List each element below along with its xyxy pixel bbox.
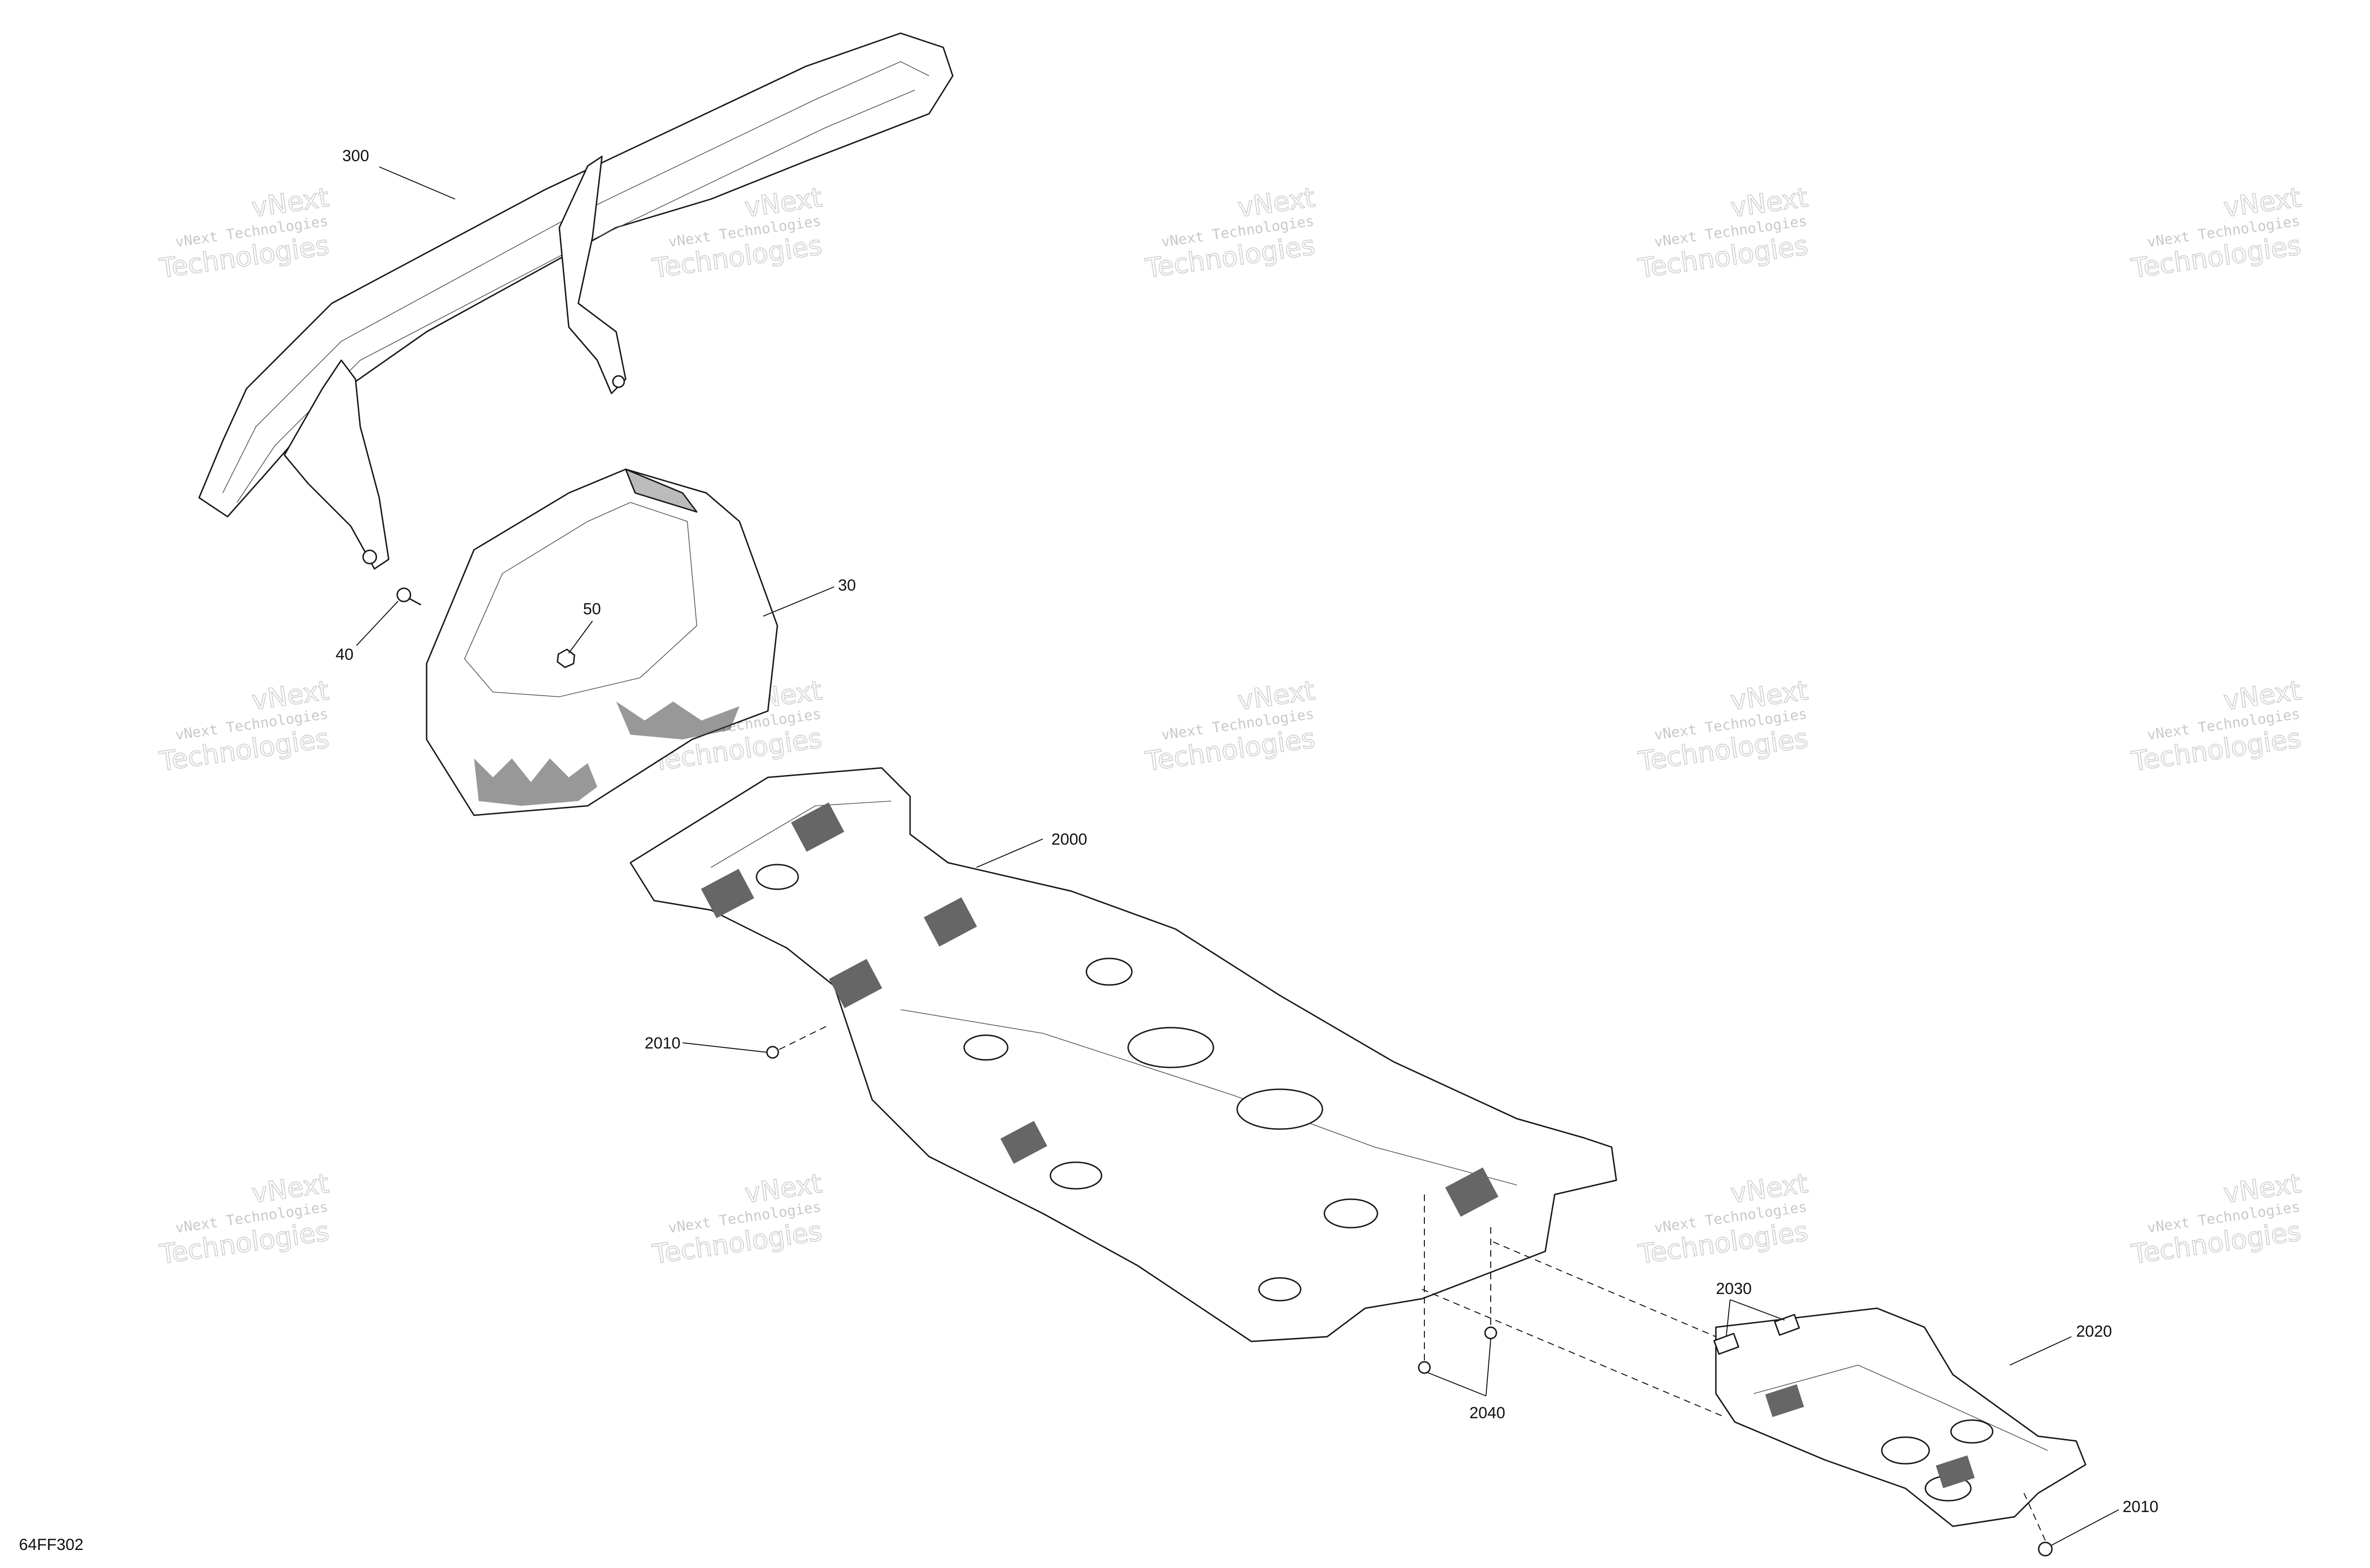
part-2010-screw-upper <box>766 1024 830 1059</box>
callout-300: 300 <box>342 147 369 165</box>
part-300-bumper <box>198 32 954 570</box>
callout-labels: 300 30 50 40 2000 2010 2030 2020 2040 20… <box>336 147 2159 1516</box>
part-40-screw <box>396 587 421 606</box>
assembly-lines <box>1422 1194 2046 1541</box>
callout-2040: 2040 <box>1469 1404 1505 1422</box>
part-30-fascia <box>426 468 778 816</box>
callout-30: 30 <box>838 576 856 594</box>
callout-2020: 2020 <box>2076 1322 2112 1340</box>
callout-50: 50 <box>583 600 601 618</box>
figure-code: 64FF302 <box>19 1536 84 1554</box>
callout-2010-upper: 2010 <box>645 1034 681 1052</box>
part-50-nut <box>556 648 575 668</box>
part-2020-rear-skid-plate <box>1715 1307 2087 1527</box>
part-2010-screw-lower <box>2038 1541 2053 1557</box>
part-2030-clip-nuts <box>1713 1313 1800 1355</box>
callout-2010-lower: 2010 <box>2123 1498 2159 1516</box>
leader-lines <box>356 166 2119 1546</box>
part-2040-screws <box>1418 1326 1497 1374</box>
callout-2030: 2030 <box>1716 1280 1752 1298</box>
callout-2000: 2000 <box>1051 830 1087 848</box>
part-2000-skid-plate <box>629 767 1617 1342</box>
callout-40: 40 <box>336 646 354 664</box>
